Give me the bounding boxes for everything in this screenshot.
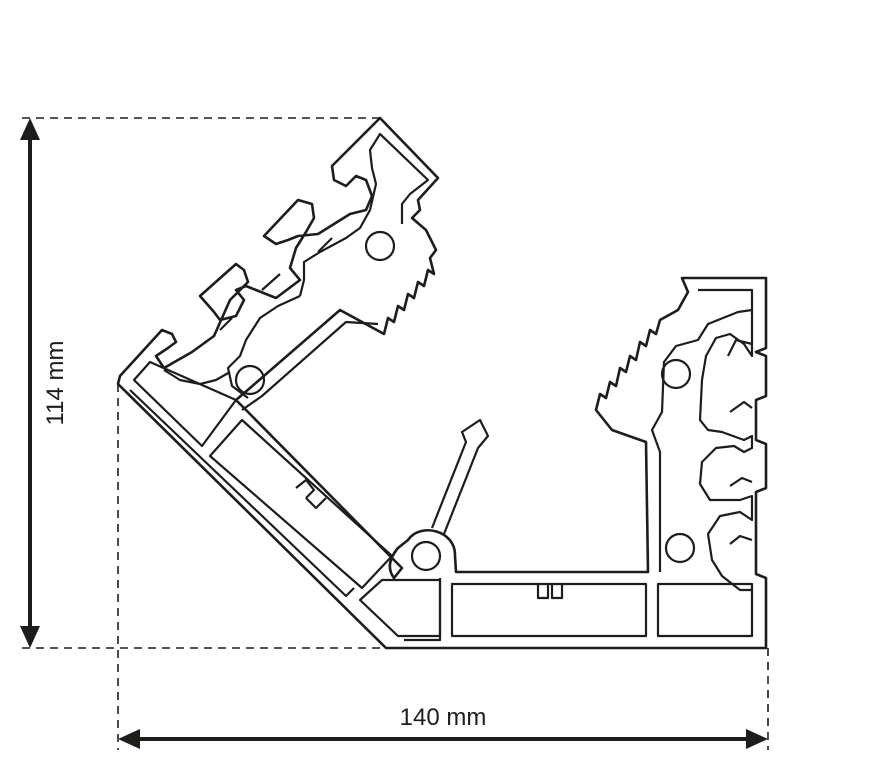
upper-screw-channel-left: [234, 364, 266, 396]
diagonal-chamber-notch: [295, 478, 327, 510]
extension-lines: [22, 117, 769, 750]
diagonal-chamber-upper: [132, 360, 238, 448]
arrow-left-icon: [118, 729, 140, 749]
upper-channel-slot: [219, 237, 333, 331]
upper-wall-inner: [163, 132, 430, 411]
corner-profile: [116, 116, 768, 650]
diagonal-chamber-lower: [129, 389, 355, 598]
bottom-corner-chamber: [358, 578, 442, 638]
profile-outer-contour: [116, 116, 768, 650]
right-channel-slot: [727, 338, 753, 545]
arrow-down-icon: [20, 626, 40, 648]
bottom-chamber-left: [450, 582, 648, 638]
bottom-wall-inner: [404, 578, 442, 642]
right-screw-channel-bottom: [664, 532, 696, 564]
height-dimension: 114 mm: [20, 118, 69, 648]
diffuser-clip-arm: [430, 418, 490, 535]
bottom-chamber-right: [656, 582, 754, 638]
bottom-chamber-notch: [536, 584, 564, 600]
right-wall-inner: [650, 288, 754, 592]
diagonal-chamber-middle: [208, 418, 394, 590]
width-dimension: 140 mm: [118, 704, 768, 749]
corner-screw-channel: [410, 540, 442, 572]
arrow-right-icon: [746, 729, 768, 749]
upper-screw-channel-right: [364, 230, 396, 262]
arrow-up-icon: [20, 118, 40, 140]
right-screw-channel-top: [660, 358, 692, 390]
width-label: 140 mm: [400, 704, 487, 731]
height-label: 114 mm: [42, 341, 69, 426]
